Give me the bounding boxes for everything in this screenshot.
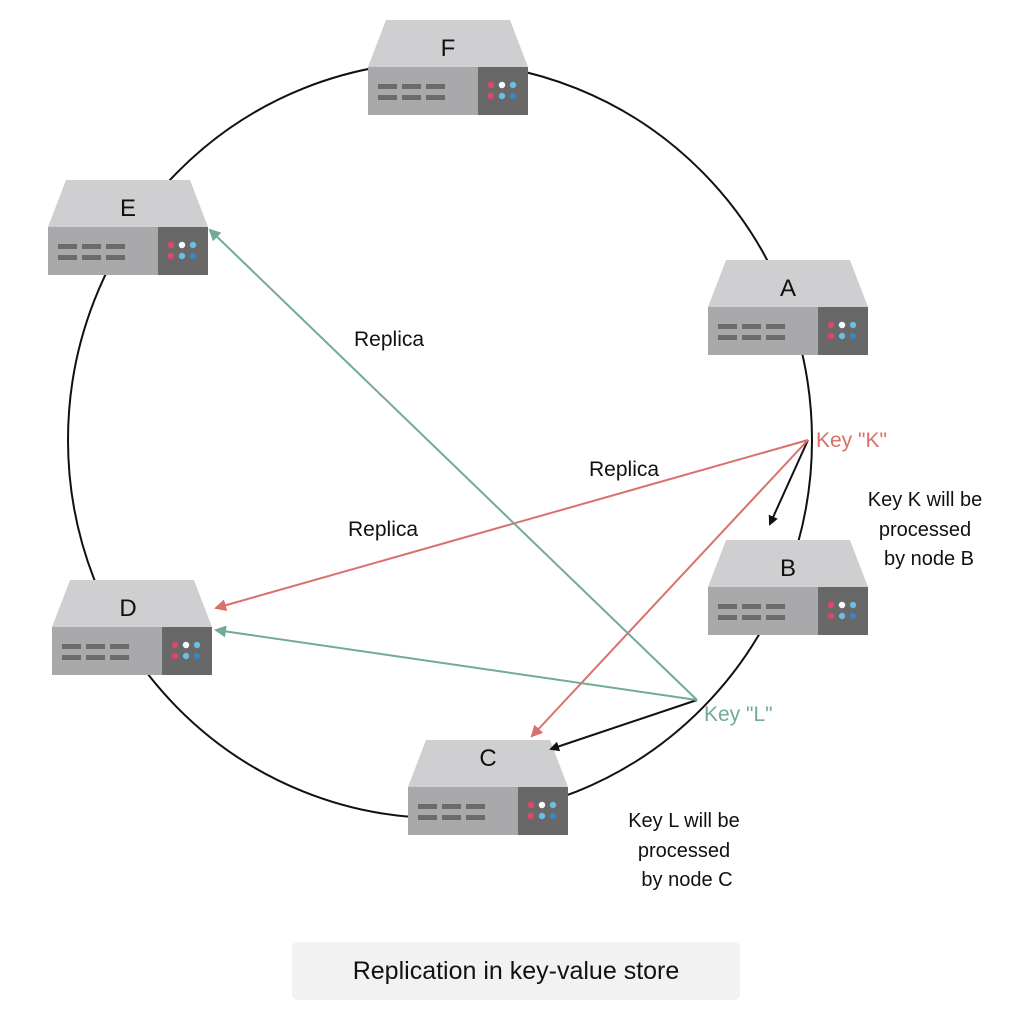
key-k-label: Key "K": [816, 429, 887, 452]
key-l-note-line-1: Key L will be: [628, 810, 740, 832]
diagram-caption: Replication in key-value store: [292, 942, 740, 1000]
hash-ring: [67, 61, 813, 819]
node-label-b: B: [780, 555, 796, 582]
key-l-note-line-2: processed: [638, 840, 730, 862]
key-k-note-line-1: Key K will be: [868, 489, 983, 511]
key-k-to-node-b-arrow: [768, 439, 809, 526]
key-l-label: Key "L": [704, 703, 773, 726]
key-l-replica-to-d-arrow: [214, 625, 698, 701]
key-l-note-line-3: by node C: [641, 869, 732, 891]
node-label-e: E: [120, 195, 136, 222]
key-l-note: Key L will be processed by node C: [628, 810, 740, 891]
replica-label-middle-left: Replica: [348, 518, 418, 541]
replica-label-middle-right: Replica: [589, 458, 659, 481]
key-k-replica-to-d-arrow: [214, 439, 809, 612]
node-label-f: F: [441, 35, 456, 62]
key-k-note-line-3: by node B: [884, 548, 974, 570]
key-l-to-node-c-arrow: [549, 699, 698, 752]
key-l-replica-to-e-arrow: [208, 228, 698, 701]
key-k-replica-to-c-arrow: [530, 439, 809, 738]
key-k-note: Key K will be processed by node B: [868, 489, 983, 570]
key-k-note-line-2: processed: [879, 519, 971, 541]
node-label-c: C: [479, 745, 496, 772]
node-label-a: A: [780, 275, 796, 302]
node-label-d: D: [119, 595, 136, 622]
replica-label-upper: Replica: [354, 328, 424, 351]
